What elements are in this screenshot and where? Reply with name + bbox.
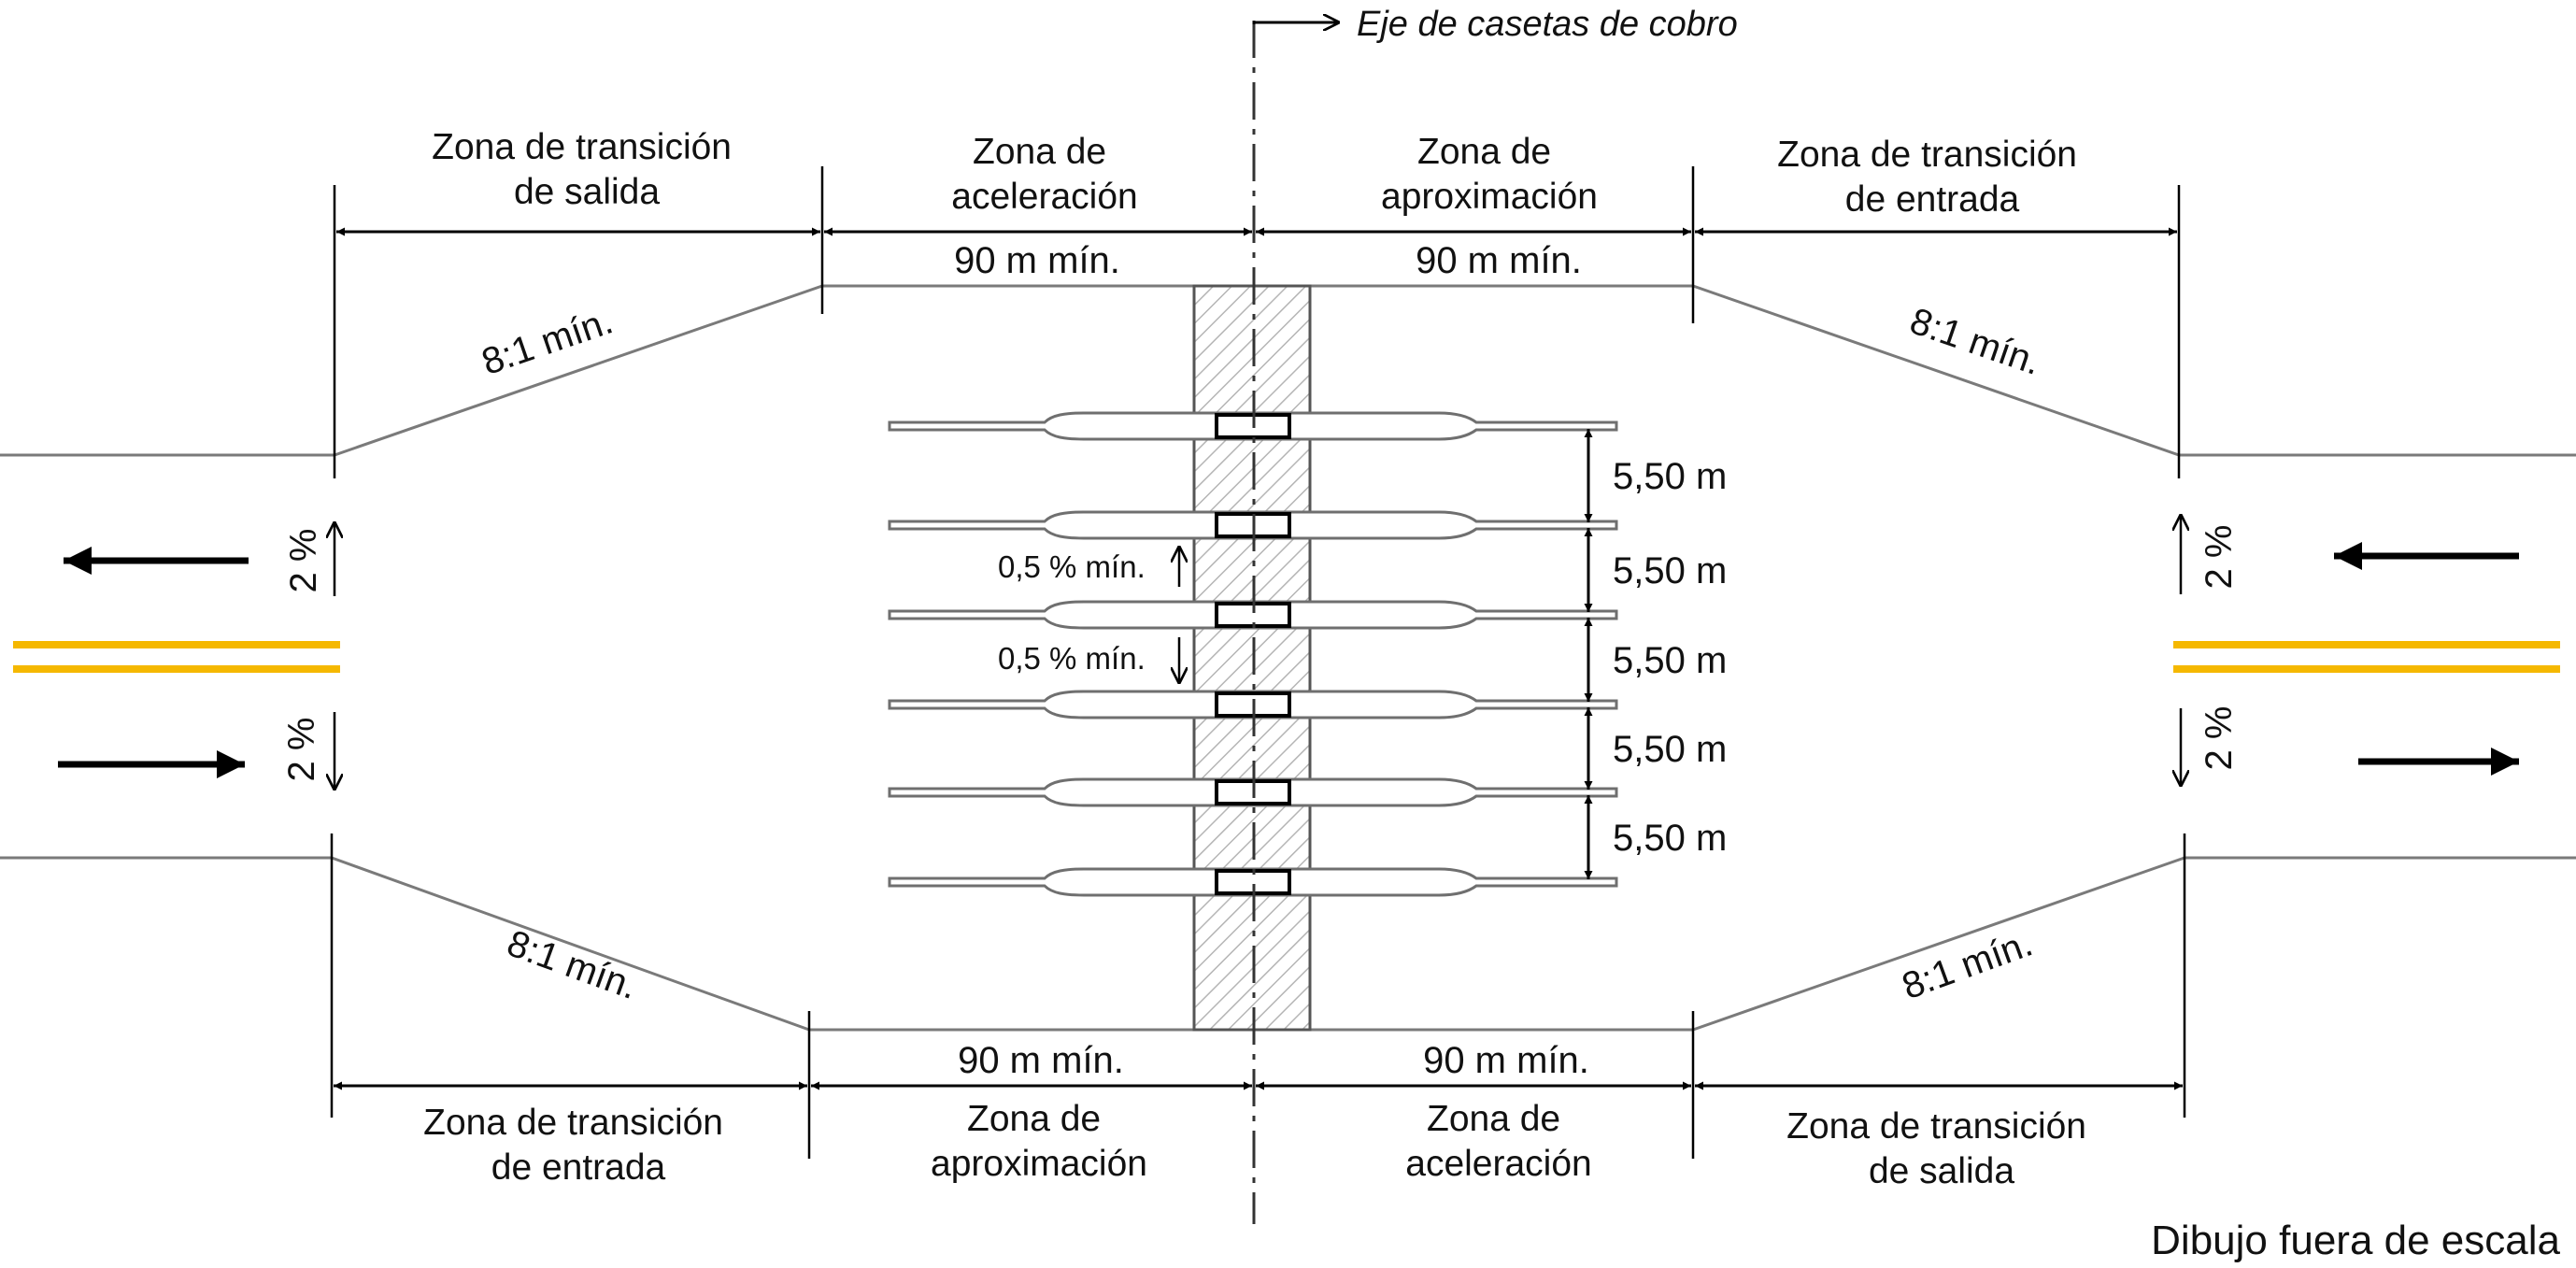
scale-note: Dibujo fuera de escala (2151, 1218, 2560, 1263)
lane-width-label: 5,50 m (1613, 818, 1727, 859)
lane-width-label: 5,50 m (1613, 550, 1727, 591)
island-slope-label-down: 0,5 % mín. (998, 641, 1146, 676)
length-label-top-right: 90 m mín. (1416, 240, 1582, 281)
island-slope-label-up: 0,5 % mín. (998, 549, 1146, 584)
zone-label-bottom-approach: Zona de aproximación (931, 1099, 1147, 1184)
cross-slope-label: 2 % (281, 718, 322, 782)
length-label-top-left: 90 m mín. (954, 240, 1120, 281)
lane-width-label: 5,50 m (1613, 640, 1727, 681)
center-stripe-right-lower (2173, 665, 2560, 673)
zone-label-bottom-entry-transition: Zona de transición de entrada (423, 1103, 733, 1188)
toll-island (888, 867, 1618, 897)
axis-label: Eje de casetas de cobro (1357, 5, 1738, 44)
center-stripe-right-upper (2173, 641, 2560, 648)
lane-width-label: 5,50 m (1613, 729, 1727, 770)
cross-slope-label: 2 % (2199, 706, 2240, 771)
length-label-bottom-right: 90 m mín. (1423, 1040, 1589, 1081)
taper-label-top-left: 8:1 mín. (477, 300, 618, 383)
length-label-bottom-left: 90 m mín. (958, 1040, 1124, 1081)
booth-zone (1192, 284, 1312, 1032)
zone-label-bottom-acceleration: Zona de aceleración (1405, 1099, 1591, 1184)
cross-slope-label: 2 % (283, 529, 324, 593)
zone-label-top-approach: Zona de aproximación (1381, 132, 1598, 217)
lane-width-label: 5,50 m (1613, 456, 1727, 497)
taper-label-bottom-right: 8:1 mín. (1897, 922, 2038, 1007)
zone-label-bottom-exit-transition: Zona de transición de salida (1786, 1106, 2097, 1191)
zone-label-top-exit-transition: Zona de transición de salida (432, 127, 742, 212)
taper-label-top-right: 8:1 mín. (1905, 300, 2046, 383)
lane-width-dimensions: 5,50 m 5,50 m 5,50 m 5,50 m 5,50 m (1584, 429, 1727, 879)
zone-label-top-acceleration: Zona de aceleración (951, 132, 1137, 217)
axis-label-arrow (1252, 22, 1338, 24)
cross-slope-label: 2 % (2199, 525, 2240, 590)
center-stripe-left-upper (13, 641, 340, 648)
center-stripe-left-lower (13, 665, 340, 673)
taper-label-bottom-left: 8:1 mín. (502, 922, 643, 1007)
zone-label-top-entry-transition: Zona de transición de entrada (1777, 135, 2087, 220)
